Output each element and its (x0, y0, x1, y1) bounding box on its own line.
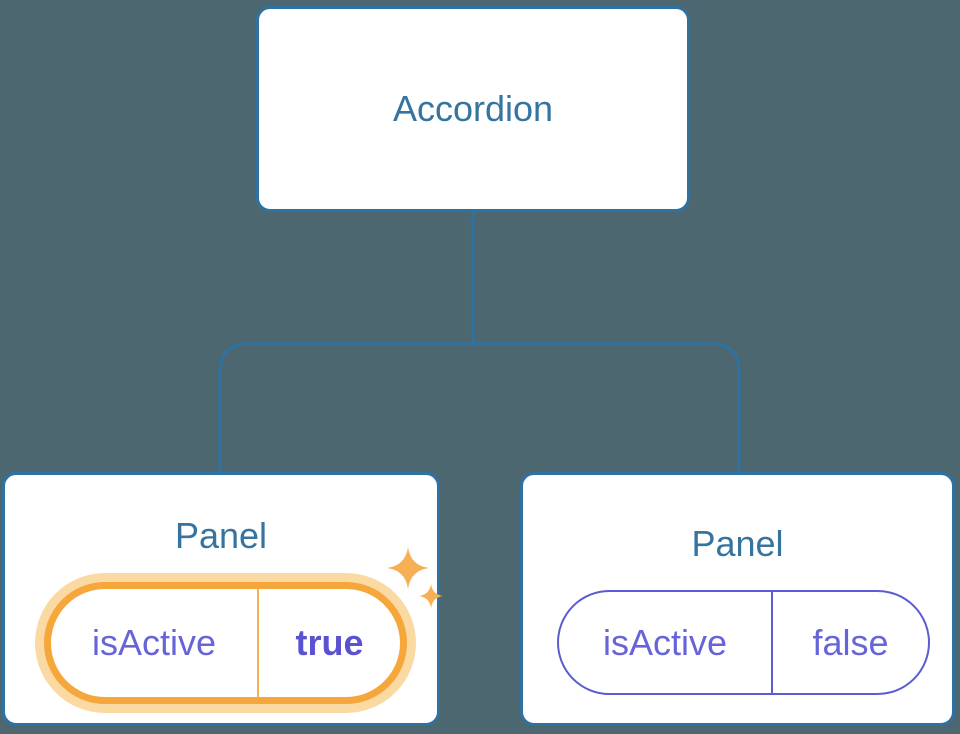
state-value: true (295, 622, 364, 663)
panel-label: Panel (691, 523, 784, 564)
panel-node-inactive: Panel isActive false (520, 472, 955, 726)
accordion-node: Accordion (256, 6, 690, 212)
panel-node-active: Panel isActive true (2, 472, 443, 726)
accordion-label: Accordion (392, 88, 554, 129)
panel-label: Panel (174, 515, 268, 556)
state-key: isActive (51, 589, 259, 697)
connector-branch (218, 342, 741, 474)
state-value: false (812, 621, 889, 663)
state-key: isActive (559, 592, 773, 693)
state-pill-inactive: isActive false (557, 590, 930, 695)
state-pill-active: isActive true (44, 582, 407, 704)
